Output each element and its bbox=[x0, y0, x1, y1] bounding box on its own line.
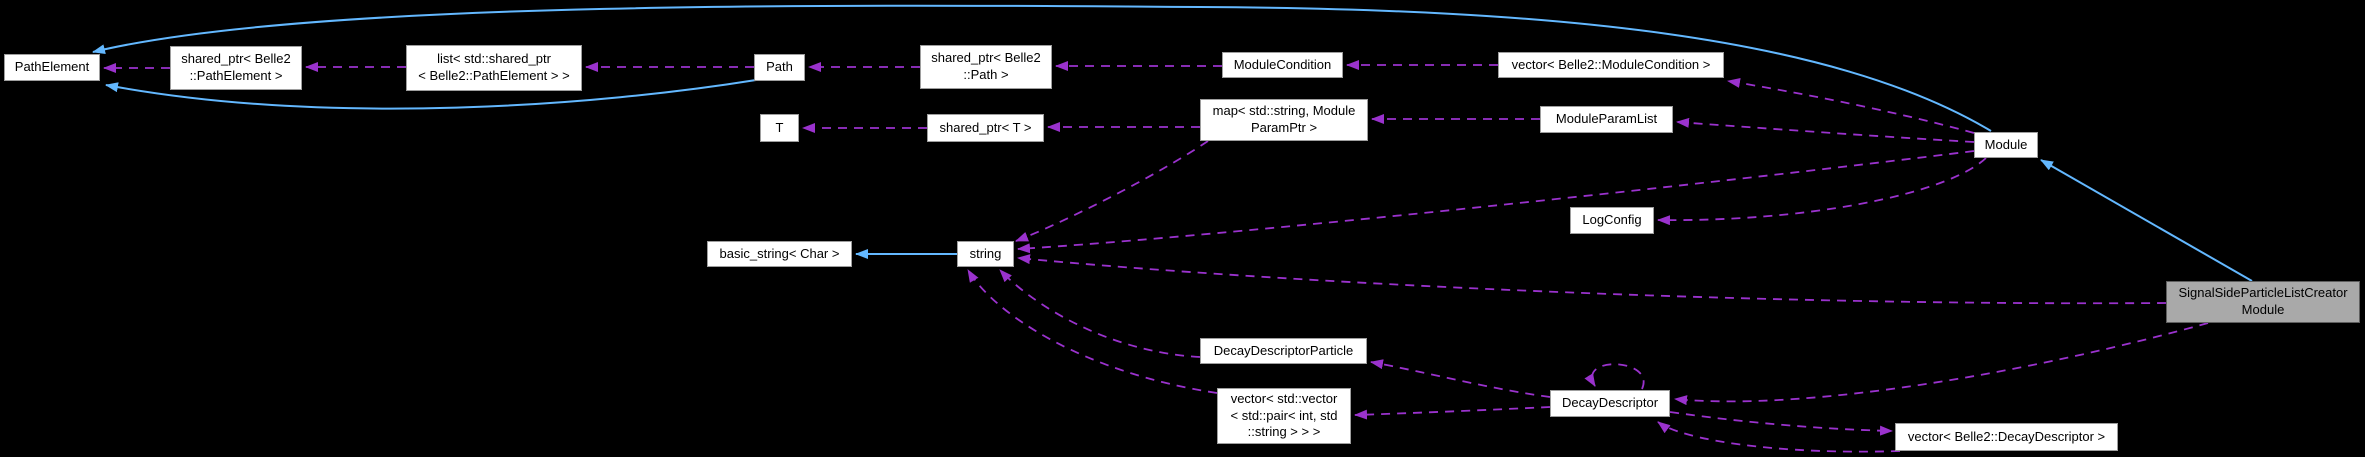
edge-decaydescriptor-to-decaydescriptorparticle bbox=[1370, 359, 1551, 398]
node-signal-side-particle-list-creator-module: SignalSideParticleListCreator Module bbox=[2166, 281, 2360, 323]
node-module-condition[interactable]: ModuleCondition bbox=[1222, 52, 1343, 78]
edge-module-to-moduleparamlist bbox=[1676, 117, 1975, 143]
edge-signalside-to-string bbox=[1017, 254, 2167, 305]
node-module-param-list[interactable]: ModuleParamList bbox=[1540, 106, 1673, 133]
edge-signalside-to-module bbox=[2040, 159, 2253, 282]
edge-decaydescriptorparticle-to-string bbox=[999, 269, 1201, 358]
node-vector-module-condition[interactable]: vector< Belle2::ModuleCondition > bbox=[1498, 52, 1724, 78]
node-decay-descriptor[interactable]: DecayDescriptor bbox=[1550, 390, 1670, 417]
node-path[interactable]: Path bbox=[754, 54, 805, 81]
edge-path-to-pathelement bbox=[105, 79, 757, 110]
node-t[interactable]: T bbox=[760, 114, 799, 142]
edge-module-to-logconfig bbox=[1657, 157, 1987, 226]
node-basic-string-char[interactable]: basic_string< Char > bbox=[707, 241, 852, 267]
node-module[interactable]: Module bbox=[1974, 132, 2038, 158]
node-shared-ptr-path[interactable]: shared_ptr< Belle2 ::Path > bbox=[920, 45, 1052, 89]
node-vector-vector-pair-int-string[interactable]: vector< std::vector < std::pair< int, st… bbox=[1217, 388, 1351, 444]
node-map-string-moduleparamptr[interactable]: map< std::string, Module ParamPtr > bbox=[1200, 99, 1368, 141]
edge-module-to-string bbox=[1017, 150, 1975, 254]
node-string[interactable]: string bbox=[957, 241, 1014, 267]
node-shared-ptr-pathelement[interactable]: shared_ptr< Belle2 ::PathElement > bbox=[170, 46, 302, 90]
edge-decaydescriptor-to-vectordecaydescriptor bbox=[1669, 411, 1893, 436]
edge-decaydescriptor-self-loop bbox=[1584, 363, 1645, 390]
node-decay-descriptor-particle[interactable]: DecayDescriptorParticle bbox=[1200, 338, 1367, 364]
edge-module-to-vectormodulecondition bbox=[1727, 78, 1975, 134]
node-path-element[interactable]: PathElement bbox=[4, 54, 100, 81]
node-log-config[interactable]: LogConfig bbox=[1570, 207, 1654, 234]
edge-map-to-string bbox=[1015, 140, 1209, 242]
edge-vectorpair-to-string bbox=[967, 269, 1218, 394]
edge-decaydescriptor-to-vectorpair bbox=[1354, 406, 1551, 420]
node-shared-ptr-t[interactable]: shared_ptr< T > bbox=[927, 114, 1044, 142]
edge-signalside-to-decaydescriptor bbox=[1674, 322, 2209, 406]
edge-module-to-pathelement bbox=[92, 4, 1992, 132]
node-list-shared-ptr-pathelement[interactable]: list< std::shared_ptr < Belle2::PathElem… bbox=[406, 45, 582, 91]
node-vector-decay-descriptor[interactable]: vector< Belle2::DecayDescriptor > bbox=[1895, 423, 2118, 451]
edge-vectordecaydescriptor-to-decaydescriptor bbox=[1657, 421, 1901, 453]
